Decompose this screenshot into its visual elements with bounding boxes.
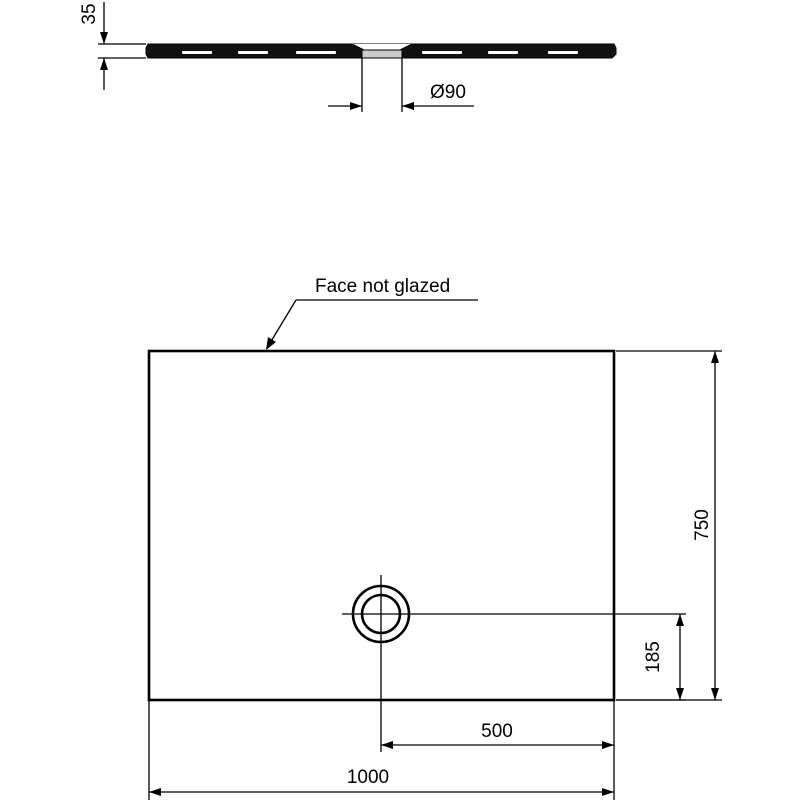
drain <box>342 575 420 653</box>
face-note-label: Face not glazed <box>315 276 450 297</box>
plan-view: Face not glazed 750 1 <box>147 276 722 800</box>
drain-diameter-dimension: Ø90 <box>328 58 474 112</box>
drain-diameter-label: Ø90 <box>430 82 466 103</box>
drain-offset-x-dimension: 500 <box>380 653 615 800</box>
width-dimension: 1000 <box>148 700 614 800</box>
drain-offset-y-label: 185 <box>643 641 664 673</box>
depth-dimension: 750 <box>616 350 722 701</box>
tray-profile-recesses <box>182 51 578 54</box>
height-label: 35 <box>79 3 100 24</box>
drain-outlet-profile <box>361 49 403 59</box>
side-view: 35 Ø90 <box>79 2 617 112</box>
drain-offset-y-dimension: 185 <box>420 613 686 701</box>
drain-offset-x-label: 500 <box>481 721 513 742</box>
face-note-callout: Face not glazed <box>266 276 478 350</box>
depth-label: 750 <box>692 509 713 541</box>
width-label: 1000 <box>347 767 389 788</box>
height-dimension: 35 <box>79 2 146 90</box>
